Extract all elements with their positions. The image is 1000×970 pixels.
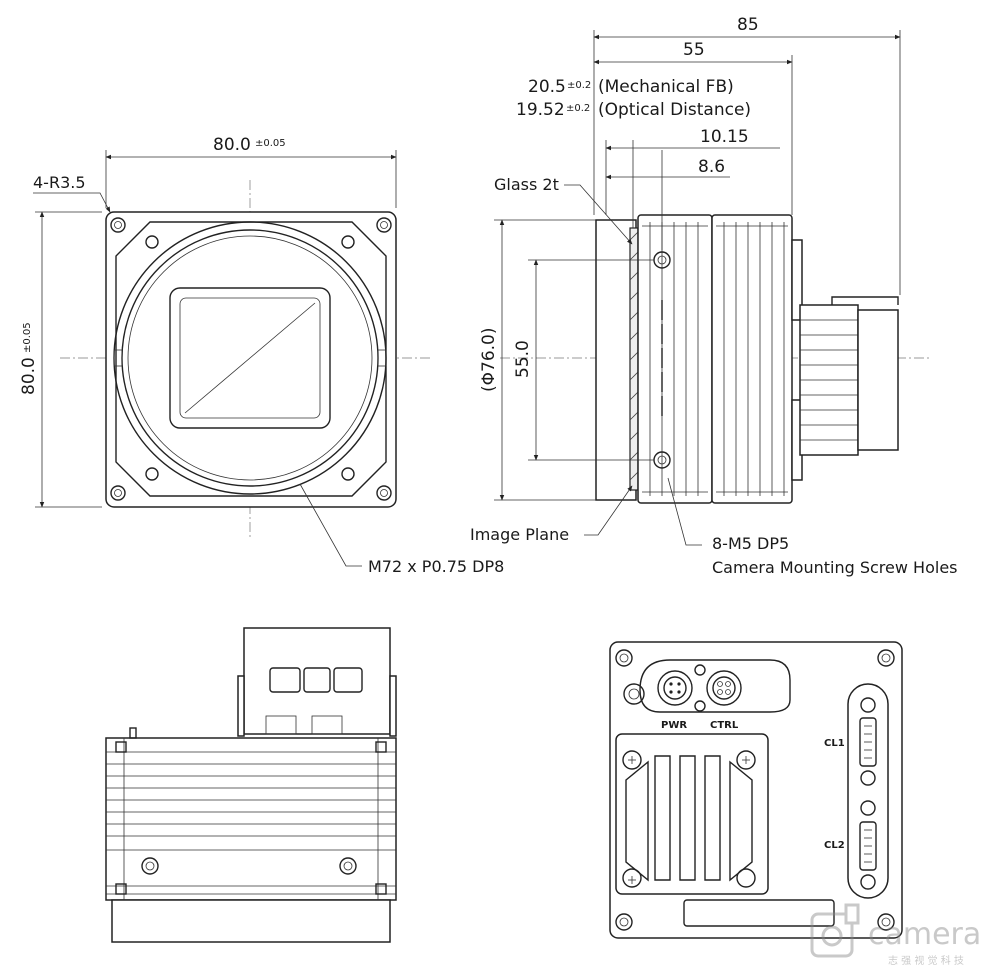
corner-screw-tl <box>110 217 126 233</box>
dim-total-length: 85 <box>737 15 759 35</box>
corner-screw-br <box>376 485 392 501</box>
corner-radius-label: 4-R3.5 <box>33 173 86 192</box>
front-height-value: 80.0 <box>19 357 39 395</box>
camera-logo-icon <box>810 903 860 958</box>
screw-holes-line2: Camera Mounting Screw Holes <box>712 558 958 577</box>
pwr-connector <box>657 670 693 706</box>
mech-fb-tolerance: ±0.2 <box>567 80 591 91</box>
watermark-brand: camera <box>868 917 981 952</box>
front-view: 80.0 ±0.05 80.0 ±0.05 4-R3.5 M72 x P0.75… <box>19 135 504 576</box>
dim-10-15: 10.15 <box>700 127 749 147</box>
front-width-value: 80.0 <box>213 135 251 155</box>
ctrl-connector <box>706 670 742 706</box>
dim-8-6: 8.6 <box>698 157 725 177</box>
dim-body-length: 55 <box>683 40 705 60</box>
watermark: camera 志 强 视 觉 科 技 <box>810 903 981 967</box>
optical-distance-label: (Optical Distance) <box>598 100 751 120</box>
mount-thread-label: M72 x P0.75 DP8 <box>368 557 504 576</box>
front-width-tolerance: ±0.05 <box>255 138 286 149</box>
rear-view: PWR CTRL <box>609 641 903 939</box>
front-height-tolerance: ±0.05 <box>22 322 33 353</box>
mech-fb-value: 20.5 <box>528 77 566 97</box>
optical-distance-tolerance: ±0.2 <box>566 103 590 114</box>
glass-label: Glass 2t <box>494 175 559 194</box>
side-view: 85 55 20.5 ±0.2 (Mechanical FB) 19.52 ±0… <box>470 15 958 577</box>
pwr-label: PWR <box>661 720 687 731</box>
ctrl-label: CTRL <box>710 720 739 731</box>
watermark-subtitle: 志 强 视 觉 科 技 <box>888 954 964 967</box>
cl2-label: CL2 <box>824 840 845 851</box>
screw-holes-line1: 8-M5 DP5 <box>712 534 789 553</box>
cl1-label: CL1 <box>824 738 845 749</box>
mech-fb-label: (Mechanical FB) <box>598 77 734 97</box>
image-plane-label: Image Plane <box>470 525 569 544</box>
diameter-label: (Φ76.0) <box>479 328 499 393</box>
optical-distance-value: 19.52 <box>516 100 565 120</box>
bottom-view <box>105 627 397 943</box>
hole-spacing-label: 55.0 <box>513 340 533 378</box>
corner-screw-tr <box>376 217 392 233</box>
corner-screw-bl <box>110 485 126 501</box>
